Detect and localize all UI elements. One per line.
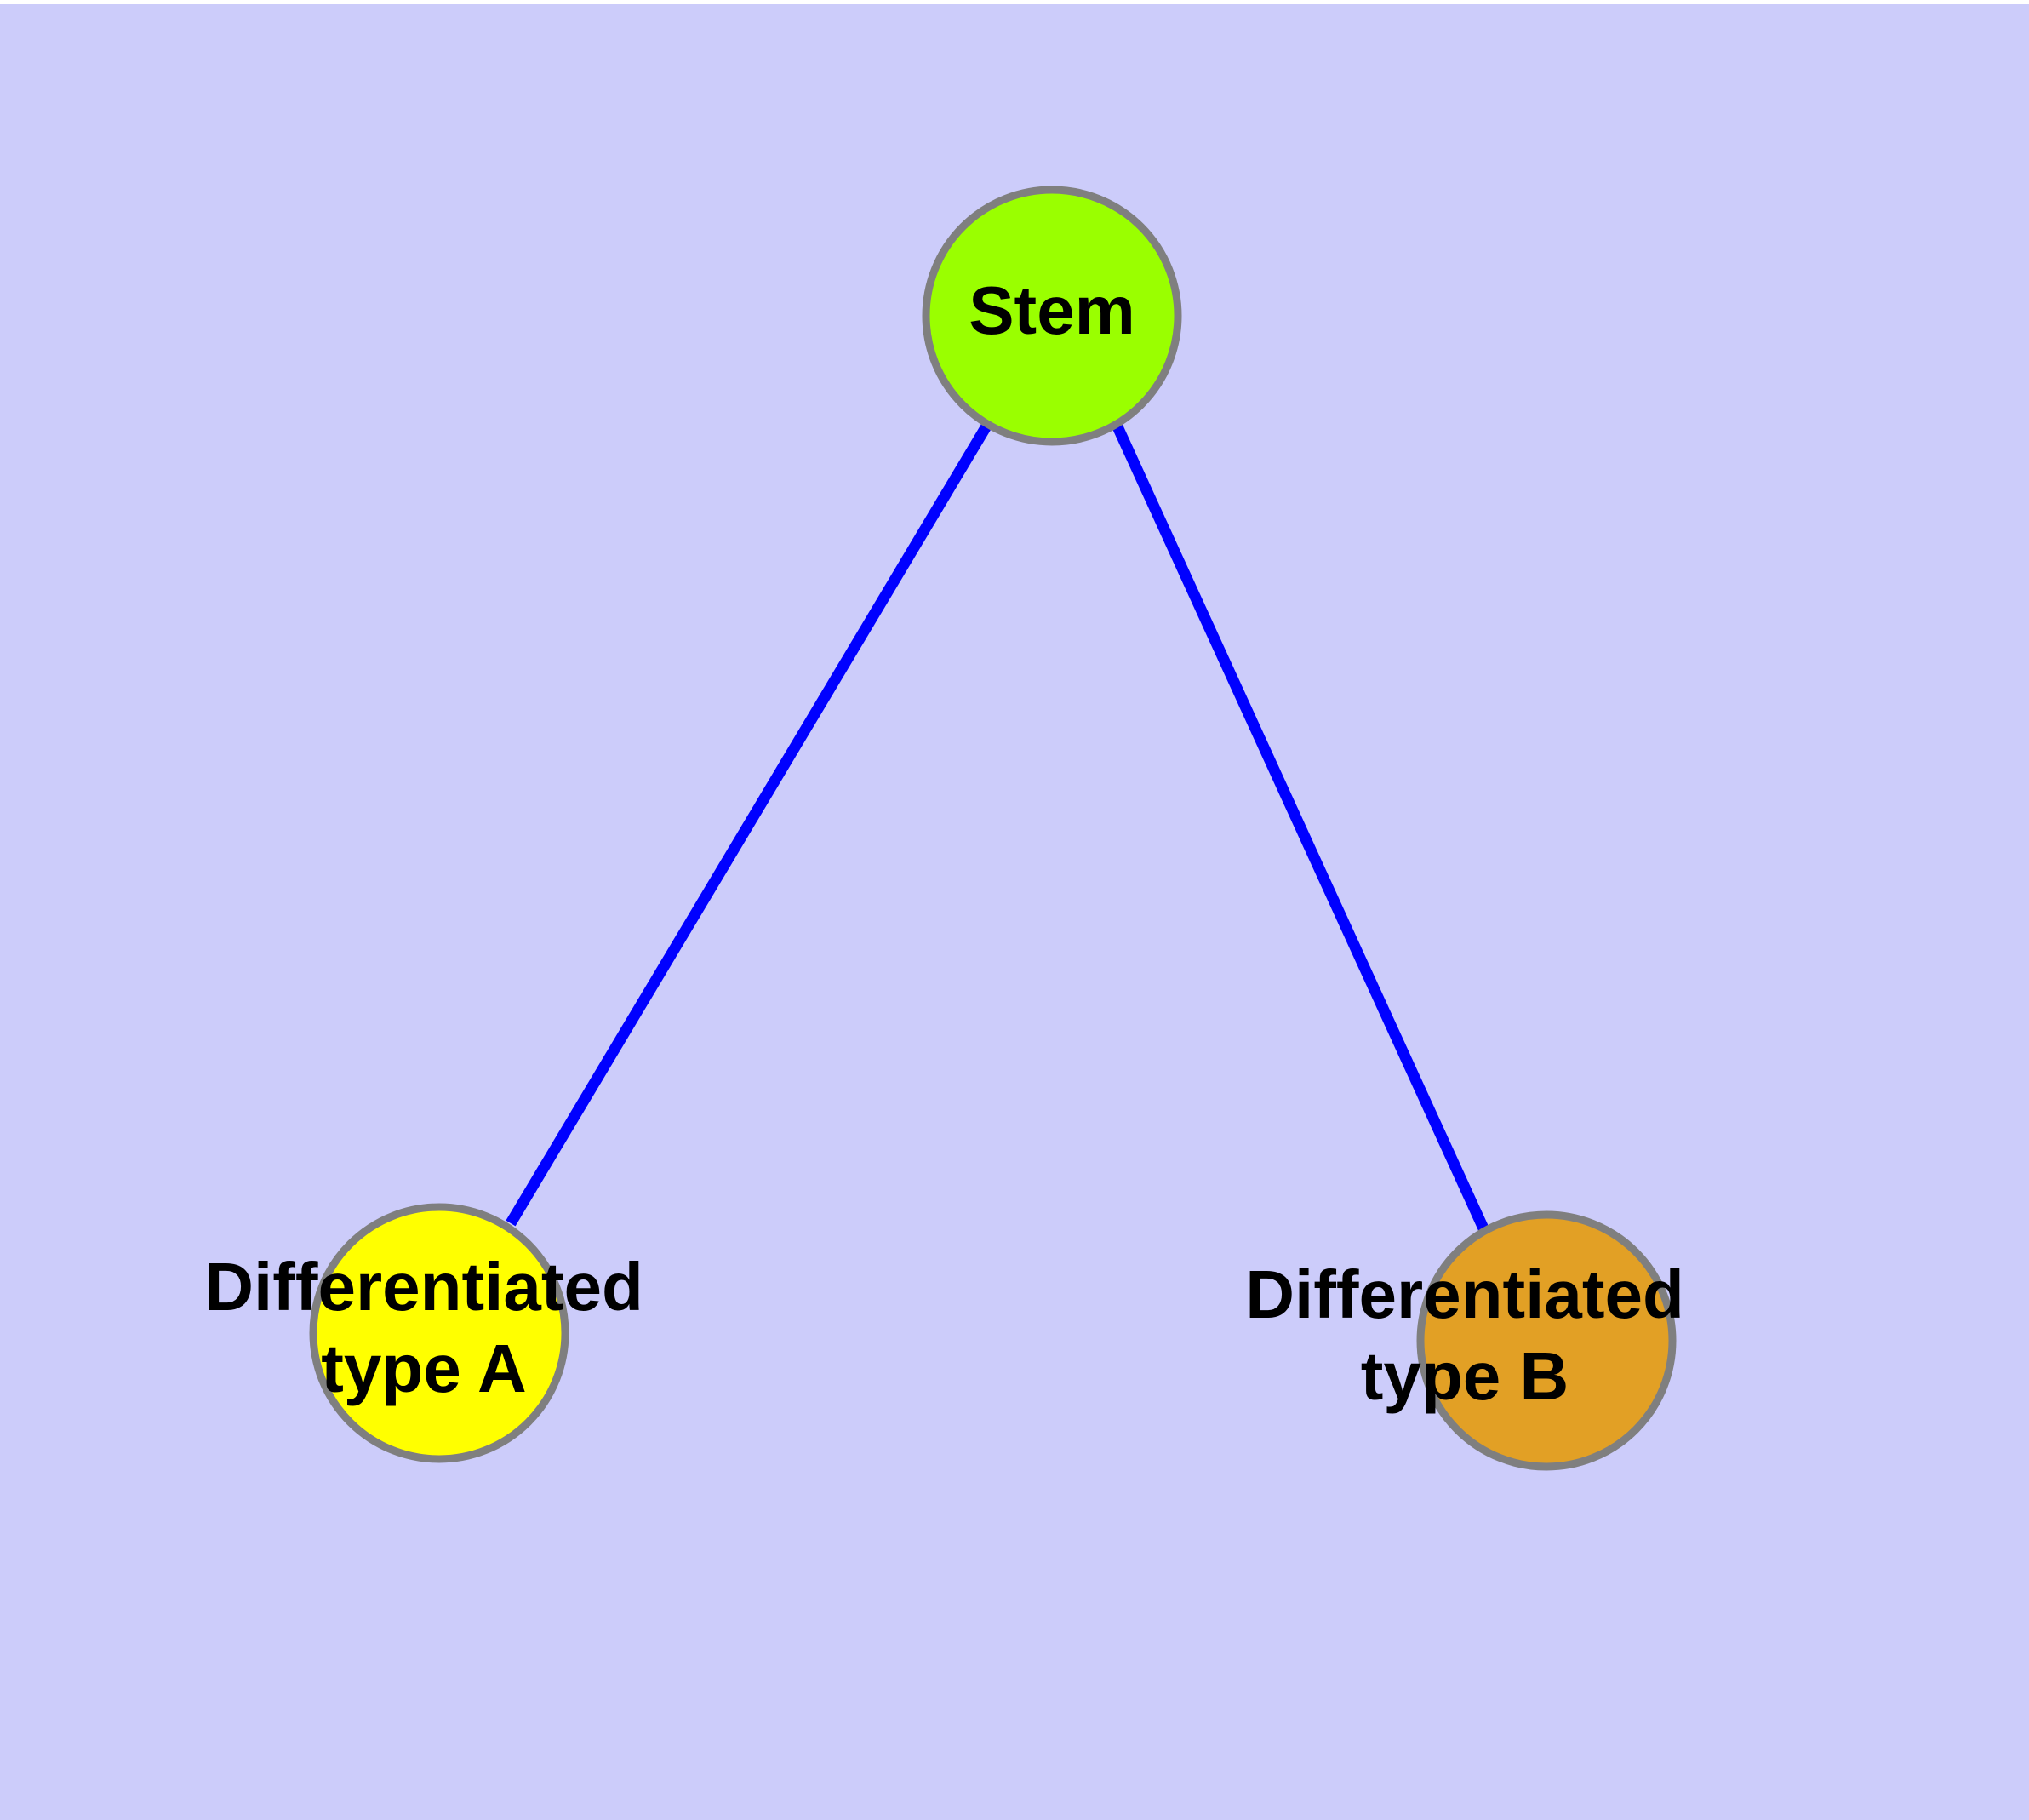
edges-group (506, 421, 1489, 1231)
nodes-group (309, 186, 1677, 1471)
node-label-line: Stem (969, 272, 1135, 348)
node-label-line: Differentiated (1245, 1256, 1684, 1332)
node-differentiated-type-b[interactable] (1416, 1210, 1677, 1471)
node-label-line: type A (321, 1331, 527, 1406)
edge-stem-to-differentiated-type-a[interactable] (506, 421, 992, 1227)
node-label-stem: Stem (969, 272, 1135, 348)
edge-stem-to-differentiated-type-b[interactable] (1112, 422, 1489, 1231)
node-label-line: type B (1361, 1338, 1569, 1414)
node-label-line: Differentiated (204, 1249, 643, 1325)
node-differentiated-type-a[interactable] (309, 1203, 569, 1463)
node-stem[interactable] (922, 186, 1182, 446)
